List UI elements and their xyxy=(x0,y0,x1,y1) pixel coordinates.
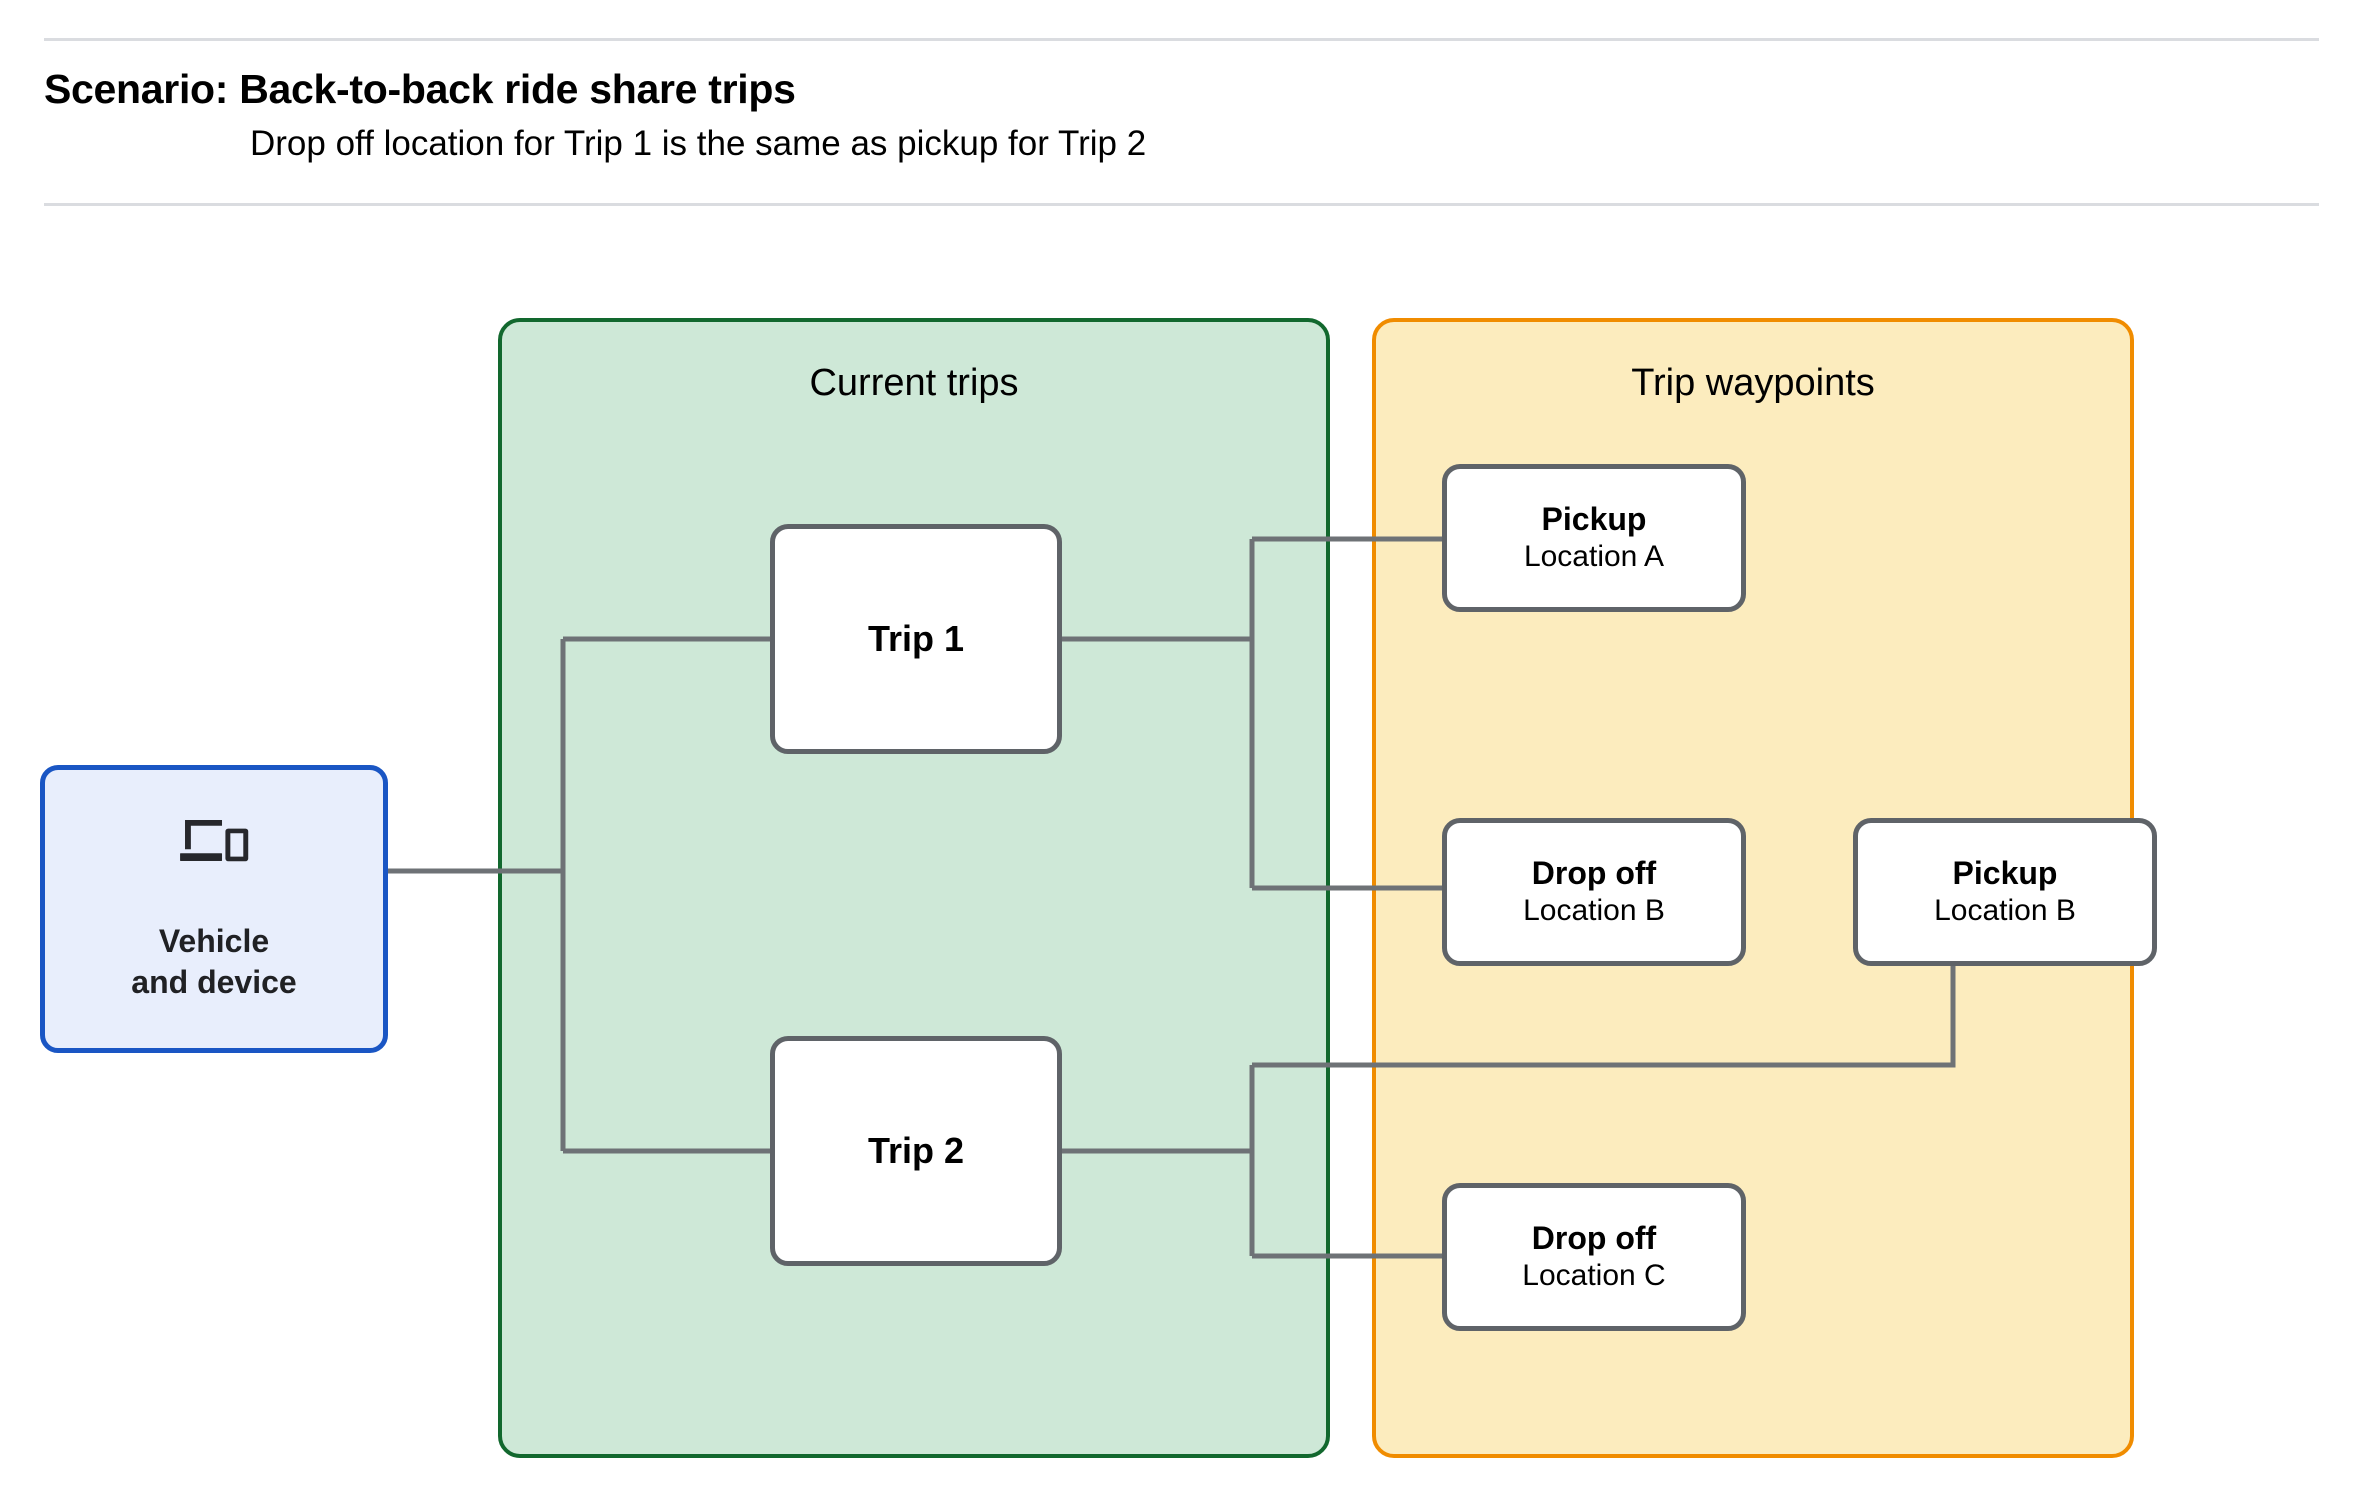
page-title: Scenario: Back-to-back ride share trips xyxy=(44,66,796,112)
devices-icon xyxy=(177,816,251,877)
node-trip-1[interactable]: Trip 1 xyxy=(770,524,1062,754)
panel-trip-waypoints-title: Trip waypoints xyxy=(1631,362,1875,404)
node-dropoff-b[interactable]: Drop off Location B xyxy=(1442,818,1746,966)
node-trip-2-title: Trip 2 xyxy=(867,1130,965,1172)
header-block: Scenario: Back-to-back ride share trips … xyxy=(0,0,2357,208)
node-pickup-b[interactable]: Pickup Location B xyxy=(1853,818,2157,966)
node-dropoff-c-title: Drop off xyxy=(1531,1219,1657,1256)
node-vehicle-and-device[interactable]: Vehicle and device xyxy=(40,765,388,1053)
node-trip-1-title: Trip 1 xyxy=(867,618,965,660)
node-pickup-b-title: Pickup xyxy=(1952,854,2058,891)
page-subtitle: Drop off location for Trip 1 is the same… xyxy=(250,124,1147,163)
panel-current-trips: Current trips xyxy=(498,318,1330,1458)
node-dropoff-c[interactable]: Drop off Location C xyxy=(1442,1183,1746,1331)
node-pickup-a-location: Location A xyxy=(1523,540,1665,574)
node-vehicle-and-device-label: Vehicle and device xyxy=(131,922,297,1000)
panel-current-trips-title: Current trips xyxy=(809,362,1019,404)
node-pickup-a[interactable]: Pickup Location A xyxy=(1442,464,1746,612)
node-trip-2[interactable]: Trip 2 xyxy=(770,1036,1062,1266)
node-pickup-b-location: Location B xyxy=(1934,894,2076,928)
header-divider-bottom xyxy=(44,203,2319,206)
node-dropoff-b-title: Drop off xyxy=(1531,854,1657,891)
node-dropoff-c-location: Location C xyxy=(1522,1259,1666,1293)
node-dropoff-b-location: Location B xyxy=(1523,894,1665,928)
header-divider-top xyxy=(44,38,2319,41)
node-pickup-a-title: Pickup xyxy=(1541,500,1647,537)
